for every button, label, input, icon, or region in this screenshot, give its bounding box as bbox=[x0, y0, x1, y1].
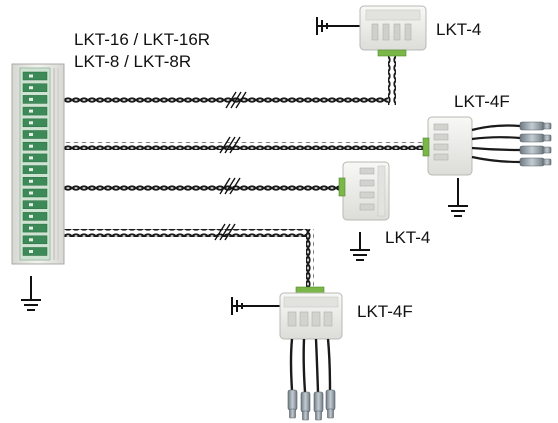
panel-port bbox=[22, 165, 48, 174]
panel-port-screw bbox=[29, 238, 33, 242]
panel-port bbox=[22, 235, 48, 245]
panel-port bbox=[22, 141, 48, 151]
panel-port bbox=[22, 223, 48, 233]
panel-port-screw bbox=[29, 226, 33, 230]
panel-port bbox=[22, 106, 48, 116]
device-lkt-4-middle bbox=[338, 161, 390, 221]
panel-port-screw bbox=[29, 97, 33, 101]
panel-port-screw bbox=[29, 214, 33, 218]
panel-port-screw bbox=[29, 121, 33, 125]
twisted-pair-cable-4 bbox=[62, 229, 314, 289]
ground-icon bbox=[448, 178, 468, 217]
panel-port bbox=[22, 153, 48, 163]
panel-port-screw bbox=[29, 74, 33, 78]
panel-port-screw bbox=[29, 191, 33, 195]
panel-port bbox=[22, 118, 48, 128]
bnc-connector-icon bbox=[287, 389, 336, 421]
panel-model-label-1: LKT-16 / LKT-16R bbox=[74, 30, 211, 49]
twisted-pair-cable-2 bbox=[62, 142, 428, 150]
twisted-pair-cable-1 bbox=[62, 56, 396, 105]
panel-port bbox=[22, 95, 48, 104]
device-label-lkt-4f-right: LKT-4F bbox=[454, 92, 510, 111]
device-lkt-4f-right bbox=[422, 116, 552, 176]
panel-port bbox=[22, 71, 48, 81]
panel-port-screw bbox=[29, 156, 33, 160]
ground-icon bbox=[231, 297, 280, 315]
panel-port bbox=[22, 200, 48, 209]
panel-port-screw bbox=[29, 86, 33, 90]
device-label-lkt-4f-bottom: LKT-4F bbox=[357, 302, 413, 321]
panel-port bbox=[22, 83, 48, 92]
panel-port-screw bbox=[29, 133, 33, 136]
panel-port-screw bbox=[29, 203, 33, 207]
panel-port bbox=[22, 177, 48, 186]
bnc-connector-icon bbox=[519, 121, 552, 167]
ground-icon bbox=[316, 17, 360, 35]
panel-model-label-2: LKT-8 / LKT-8R bbox=[74, 52, 192, 71]
ground-icon bbox=[21, 276, 41, 311]
device-label-lkt-4-middle: LKT-4 bbox=[385, 228, 431, 247]
panel-port-screw bbox=[29, 250, 33, 253]
ground-icon bbox=[350, 232, 370, 261]
panel-port-screw bbox=[29, 179, 33, 183]
panel-port bbox=[22, 212, 48, 221]
twisted-pair-cable-3 bbox=[62, 183, 345, 191]
panel-port bbox=[22, 130, 48, 139]
device-lkt-4f-bottom bbox=[279, 286, 343, 421]
device-label-lkt-4-top: LKT-4 bbox=[436, 20, 482, 39]
cable-break-icon bbox=[214, 91, 247, 241]
patch-panel bbox=[11, 63, 65, 265]
panel-port-screw bbox=[29, 109, 33, 113]
panel-port-screw bbox=[29, 168, 33, 172]
panel-port bbox=[22, 188, 48, 198]
panel-port-screw bbox=[29, 144, 33, 148]
panel-port bbox=[22, 247, 48, 256]
device-lkt-4-top bbox=[359, 5, 427, 57]
